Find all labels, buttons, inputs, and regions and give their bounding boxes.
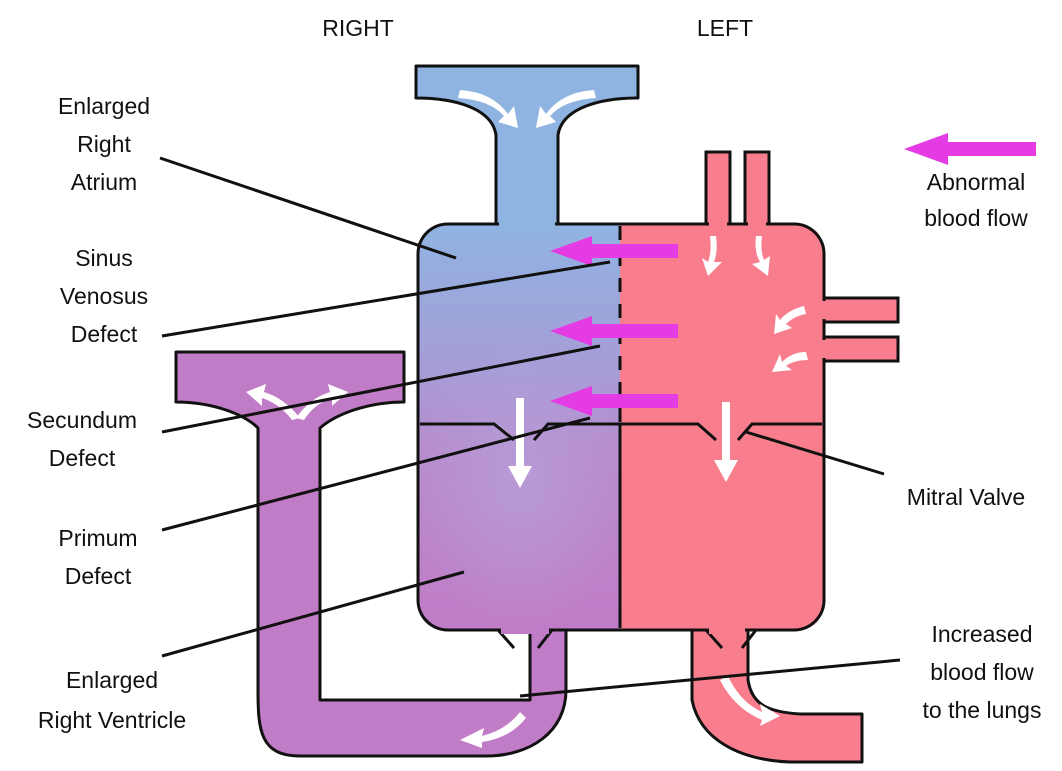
svg-text:Defect: Defect [65,563,132,589]
aorta-vessel [692,630,862,762]
svg-text:Right: Right [77,131,131,157]
label-secundum-defect: Secundum Defect [27,407,137,471]
svg-text:Enlarged: Enlarged [58,93,150,119]
label-enlarged-right-ventricle: Enlarged Right Ventricle [38,667,186,733]
label-increased-blood-flow: Increased blood flow to the lungs [923,621,1042,723]
svg-text:blood flow: blood flow [930,659,1034,685]
label-primum-defect: Primum Defect [58,525,137,589]
svg-text:Defect: Defect [49,445,116,471]
svg-text:Primum: Primum [58,525,137,551]
svg-text:Right Ventricle: Right Ventricle [38,707,186,733]
label-mitral-valve: Mitral Valve [907,484,1025,510]
svg-text:to the lungs: to the lungs [923,697,1042,723]
label-enlarged-right-atrium: Enlarged Right Atrium [58,93,150,195]
pulmonary-vein-side-lower [818,337,898,361]
pulmonary-vein-side-upper [818,298,898,322]
pulmonary-vein-top-left [706,152,730,232]
svg-text:Increased: Increased [931,621,1032,647]
svg-text:Venosus: Venosus [60,283,148,309]
legend-abnormal-blood-flow: Abnormal blood flow [924,169,1028,231]
svg-text:Mitral Valve: Mitral Valve [907,484,1025,510]
svg-text:Atrium: Atrium [71,169,137,195]
pulmonary-vein-top-right [745,152,769,232]
label-sinus-venosus-defect: Sinus Venosus Defect [60,245,148,347]
svg-text:Defect: Defect [71,321,138,347]
legend-arrow-icon [904,133,1036,165]
vena-cava-vessel [416,66,638,230]
header-right: RIGHT [322,15,394,41]
svg-text:blood flow: blood flow [924,205,1028,231]
svg-text:Enlarged: Enlarged [66,667,158,693]
header-left: LEFT [697,15,753,41]
svg-text:Abnormal: Abnormal [927,169,1025,195]
svg-text:Secundum: Secundum [27,407,137,433]
svg-text:Sinus: Sinus [75,245,133,271]
